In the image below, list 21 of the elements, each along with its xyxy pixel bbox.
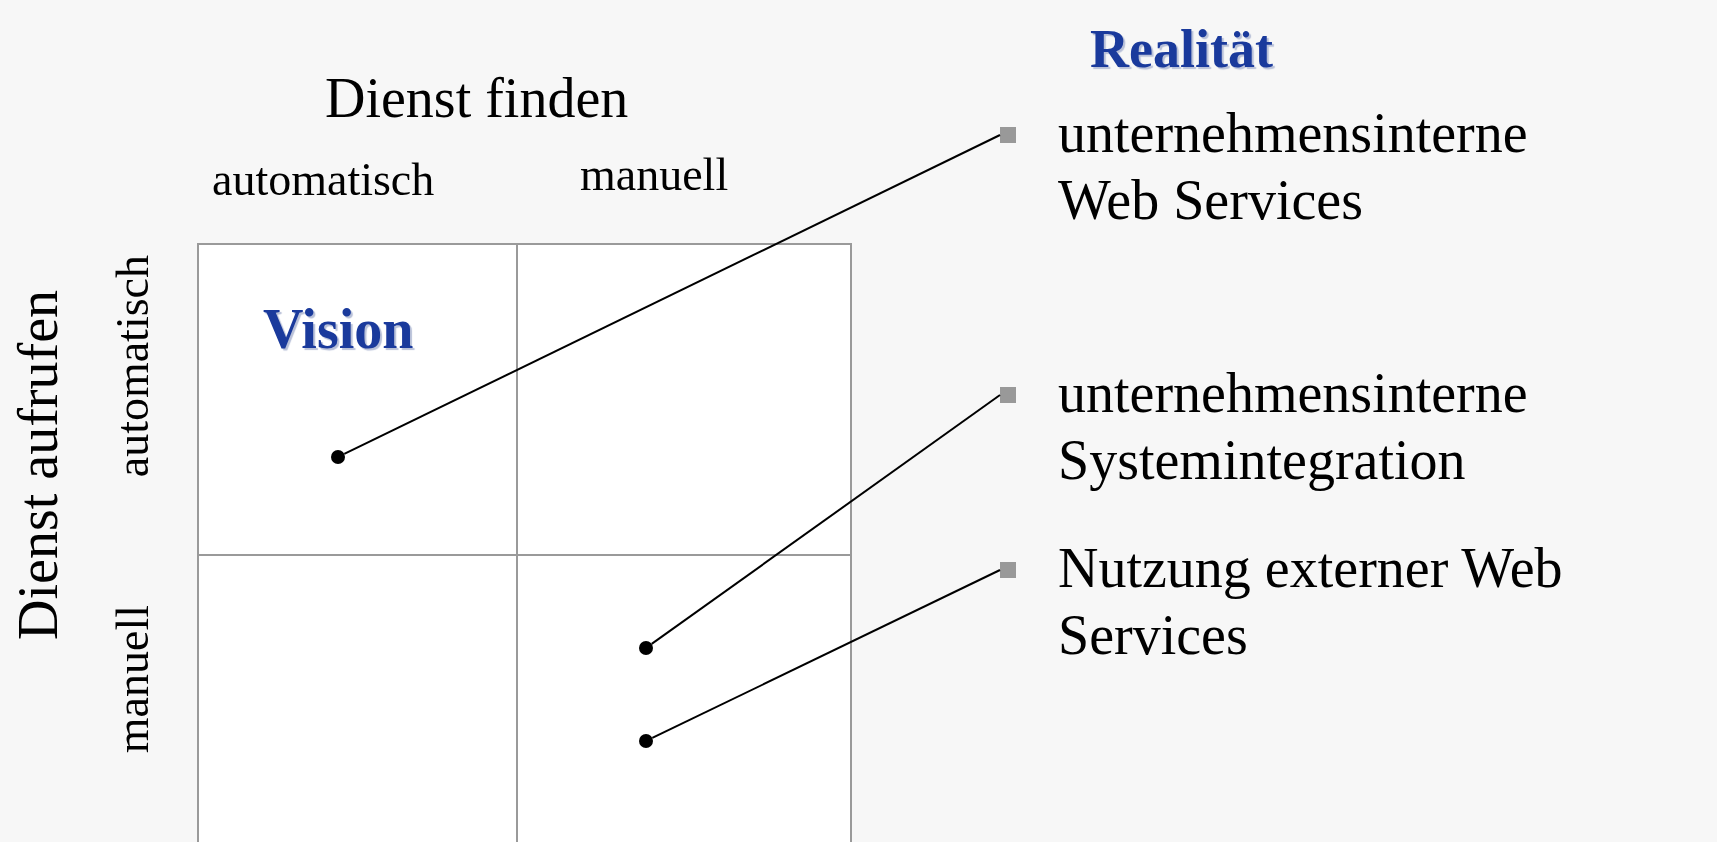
matrix-cell	[516, 554, 852, 842]
matrix-cell	[516, 243, 852, 556]
axis-label: automatisch	[212, 155, 435, 206]
list-item-text: unternehmensinterne Web Services	[1058, 101, 1529, 234]
list-item-text: unternehmensinterne Systemintegration	[1058, 361, 1529, 494]
axis-label: automatisch	[108, 255, 159, 478]
axis-label: manuell	[108, 605, 159, 754]
axis-label: Dienst aufrufen	[8, 290, 70, 640]
cell-heading: Vision	[263, 297, 414, 361]
heading: Realität	[1090, 20, 1273, 80]
axis-label: manuell	[580, 150, 729, 201]
matrix-cell	[197, 243, 518, 556]
matrix-cell	[197, 554, 518, 842]
axis-label: Dienst finden	[325, 68, 629, 130]
point-marker	[639, 734, 653, 748]
leader-line	[650, 394, 1001, 645]
list-item-text: Nutzung externer Web Services	[1058, 536, 1564, 669]
point-marker	[639, 641, 653, 655]
point-marker	[331, 450, 345, 464]
leader-line	[651, 569, 1001, 739]
leader-line	[343, 134, 1001, 455]
